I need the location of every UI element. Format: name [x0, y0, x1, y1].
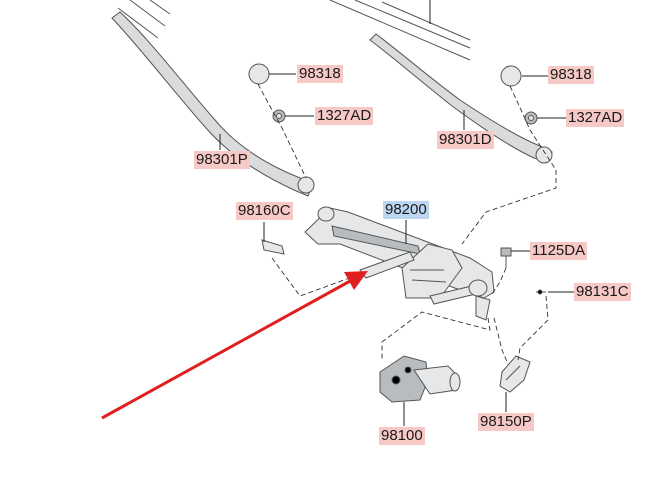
- nut-right: [524, 111, 538, 125]
- label-1327ad-right: 1327AD: [566, 109, 625, 127]
- pointer-arrow: [101, 271, 368, 420]
- right-bracket: [499, 355, 531, 393]
- wiper-motor: [379, 355, 461, 403]
- label-98131c: 98131C: [574, 283, 631, 301]
- right-wiper-blade: [329, 0, 471, 61]
- nut-left: [272, 109, 286, 123]
- label-98200: 98200: [383, 201, 429, 219]
- label-98318-right: 98318: [548, 66, 594, 84]
- assembly-guide-lines: [257, 83, 557, 365]
- label-98301p: 98301P: [194, 151, 250, 169]
- label-98100: 98100: [379, 427, 425, 445]
- left-wiper-blade: [117, 0, 171, 39]
- wiper-linkage: [304, 206, 495, 321]
- label-1125da: 1125DA: [530, 242, 588, 260]
- label-98318-left: 98318: [297, 65, 343, 83]
- label-98301d: 98301D: [437, 131, 494, 149]
- label-1327ad-left: 1327AD: [315, 107, 374, 125]
- left-wiper-arm: [111, 11, 315, 197]
- right-wiper-arm: [369, 33, 553, 164]
- bolt: [500, 247, 512, 268]
- left-bracket: [261, 239, 285, 255]
- clip: [536, 289, 546, 295]
- label-98160c: 98160C: [236, 202, 293, 220]
- label-98150p: 98150P: [478, 413, 534, 431]
- cap-left: [248, 63, 270, 85]
- cap-right: [500, 65, 522, 87]
- leader-lines: [219, 73, 574, 426]
